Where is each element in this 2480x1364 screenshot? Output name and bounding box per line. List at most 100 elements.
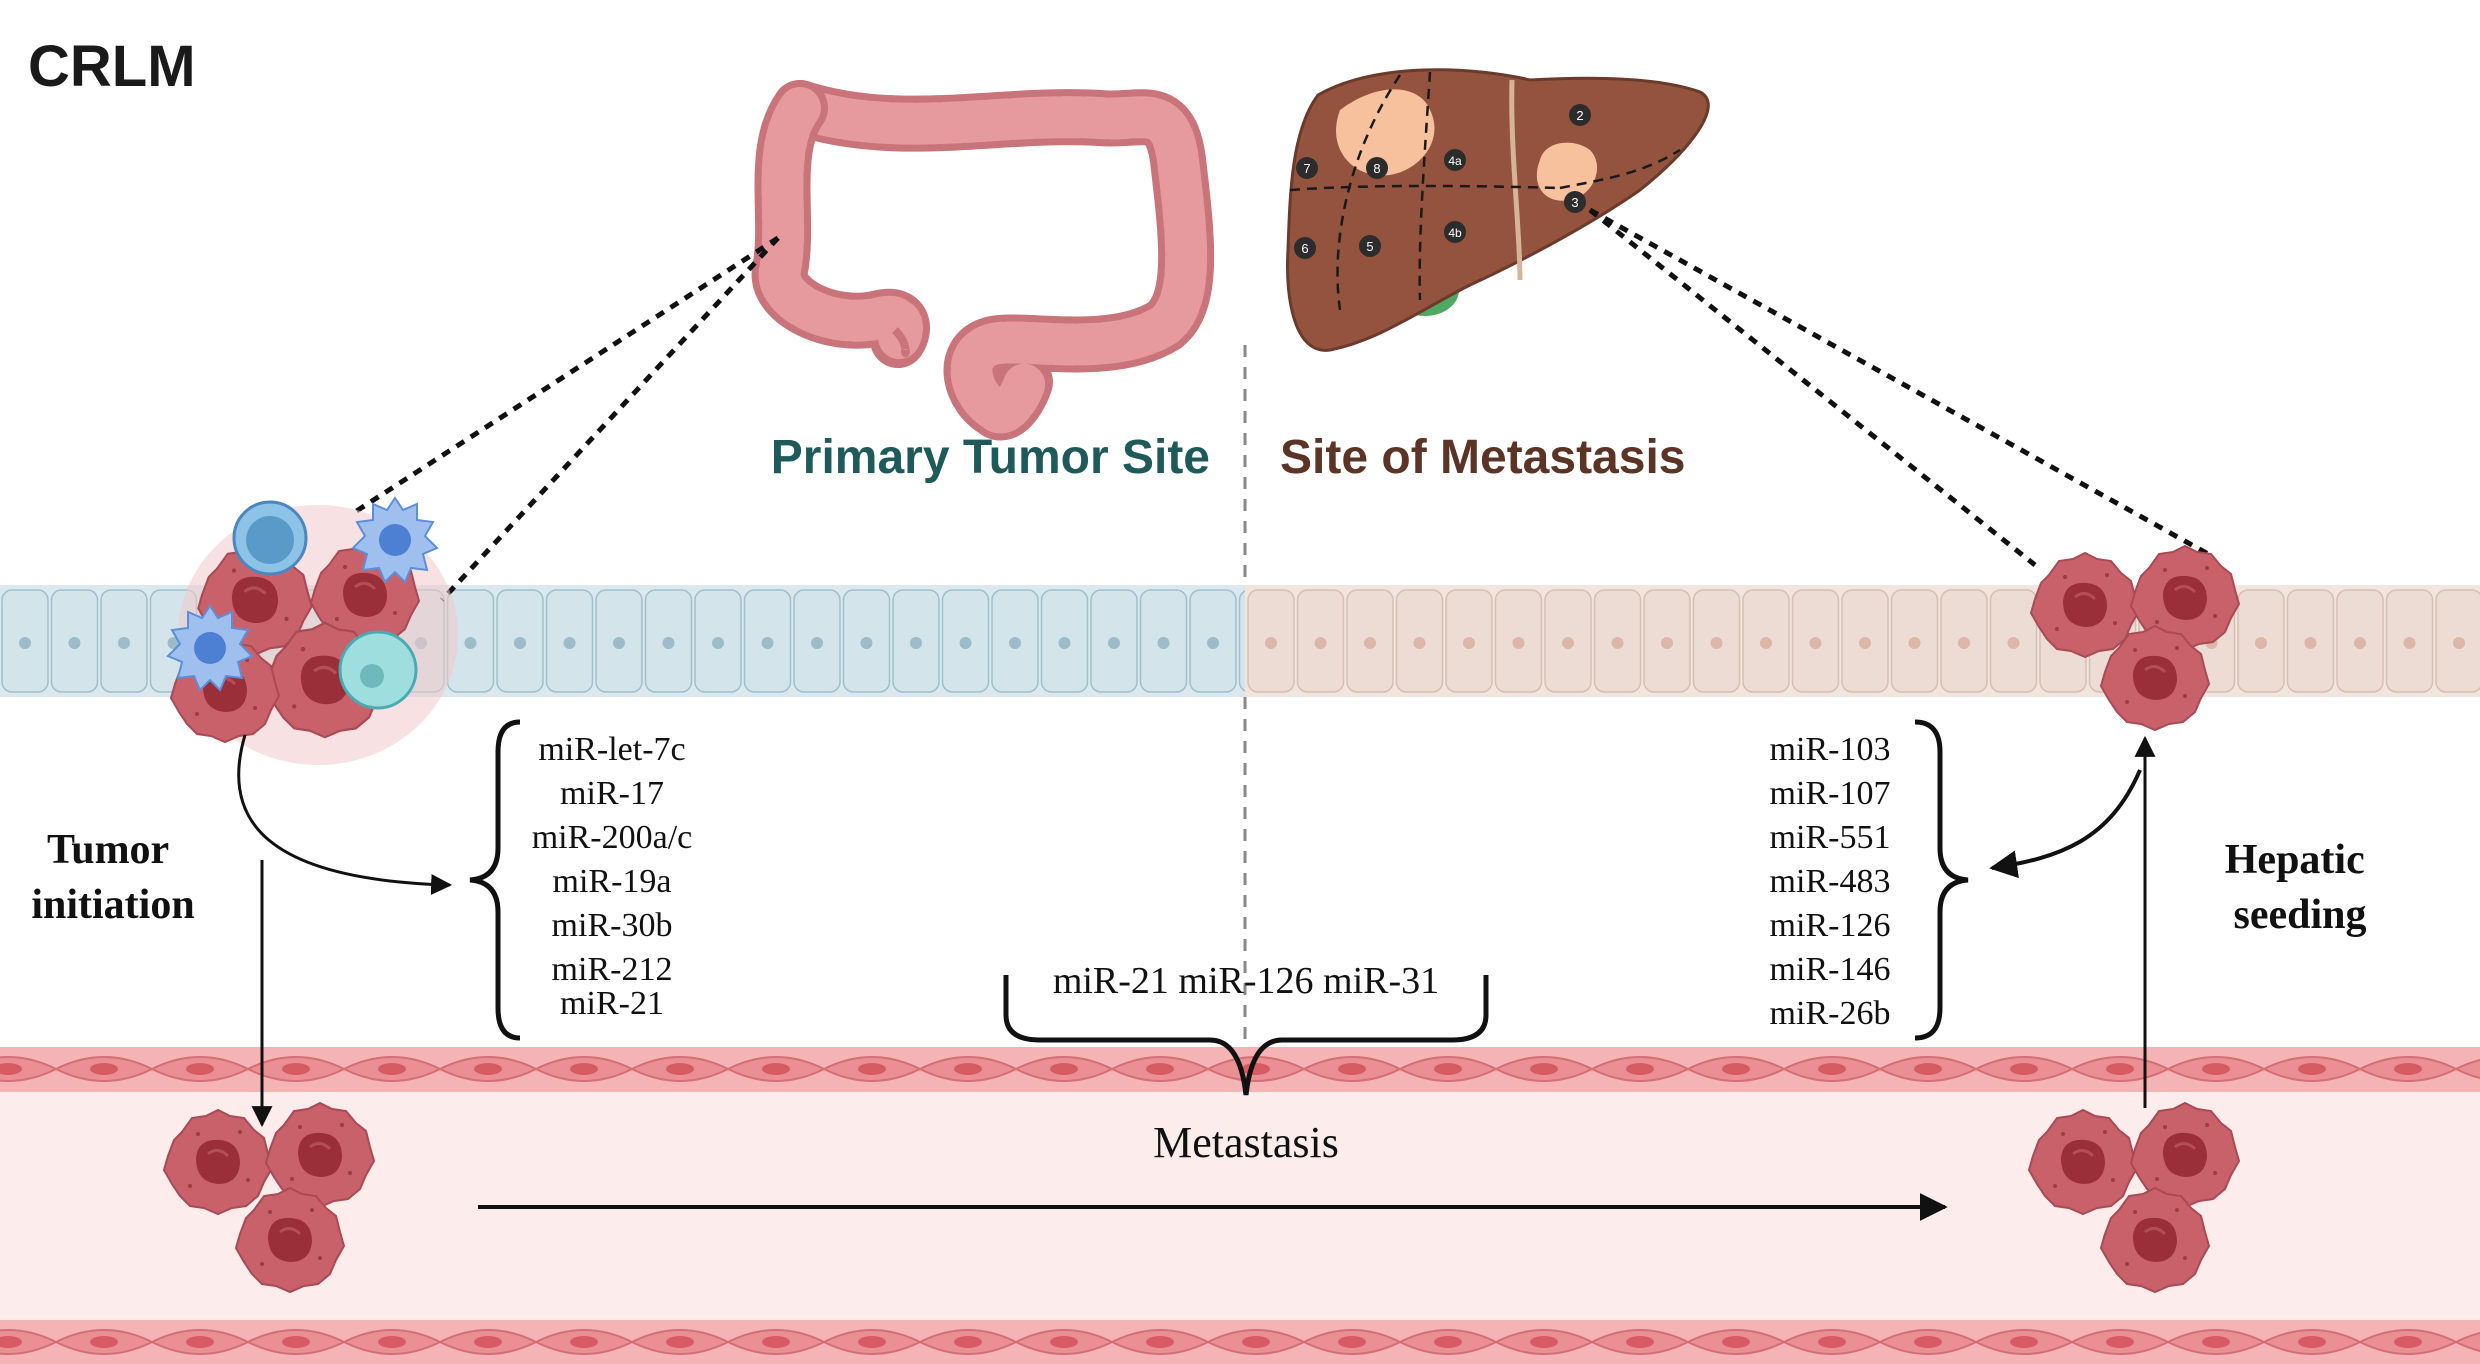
liver-segment-6: 6 bbox=[1301, 241, 1308, 256]
endothelial-cell bbox=[2453, 1332, 2480, 1352]
cell-nucleus bbox=[1512, 637, 1525, 649]
liver-segment-4a: 4a bbox=[1448, 154, 1462, 168]
cell-nucleus bbox=[712, 637, 724, 649]
cell-nucleus bbox=[959, 637, 972, 649]
right-mirna-item: miR-126 bbox=[1770, 907, 1891, 944]
cell-nucleus bbox=[762, 1336, 790, 1348]
cell-nucleus bbox=[1722, 1063, 1750, 1075]
hepatic-seeding-line-1: Hepatic bbox=[2225, 837, 2365, 883]
cell-nucleus bbox=[1611, 637, 1624, 649]
cell-nucleus bbox=[954, 1336, 982, 1348]
liver-segment-2: 2 bbox=[1576, 108, 1583, 123]
cell-nucleus bbox=[1661, 637, 1673, 649]
cell-nucleus bbox=[1434, 1336, 1462, 1348]
zoom-lines-liver bbox=[1588, 207, 2212, 567]
zoom-lines-colon bbox=[353, 235, 780, 602]
cell-nucleus bbox=[90, 1336, 118, 1348]
cell-nucleus bbox=[1530, 1063, 1558, 1075]
cell-nucleus bbox=[2304, 637, 2317, 649]
left-mirna-item: miR-212 bbox=[552, 951, 673, 988]
cell-nucleus bbox=[860, 637, 873, 649]
cell-nucleus bbox=[1818, 1063, 1846, 1075]
cell-nucleus bbox=[1859, 637, 1871, 649]
cell-nucleus bbox=[1908, 637, 1921, 649]
cell-nucleus bbox=[563, 637, 576, 649]
cell-nucleus bbox=[2007, 637, 2020, 649]
primary-tumor-cluster bbox=[167, 497, 458, 765]
cell-nucleus bbox=[2010, 1336, 2038, 1348]
cell-nucleus bbox=[1242, 1336, 1270, 1348]
metastasis-label: Metastasis bbox=[1153, 1118, 1339, 1167]
right-mirna-item: miR-103 bbox=[1770, 731, 1891, 768]
cell-nucleus bbox=[2394, 1336, 2422, 1348]
cell-nucleus bbox=[1050, 1336, 1078, 1348]
cell-nucleus bbox=[858, 1063, 886, 1075]
liver-segment-8: 8 bbox=[1373, 161, 1380, 176]
cell-nucleus bbox=[1265, 637, 1277, 649]
cell-nucleus bbox=[0, 1336, 22, 1348]
cell-nucleus bbox=[1157, 637, 1170, 649]
cell-nucleus bbox=[1009, 637, 1021, 649]
cell-nucleus bbox=[1364, 637, 1376, 649]
cell-nucleus bbox=[570, 1336, 598, 1348]
right-mirna-list: miR-103 miR-107 miR-551 miR-483 miR-126 … bbox=[1770, 731, 1891, 1032]
cell-nucleus bbox=[762, 1063, 790, 1075]
cell-nucleus bbox=[1338, 1336, 1366, 1348]
cell-nucleus bbox=[514, 637, 526, 649]
right-mirna-item: miR-107 bbox=[1770, 775, 1891, 812]
cell-nucleus bbox=[662, 637, 675, 649]
cell-nucleus bbox=[1914, 1063, 1942, 1075]
cell-nucleus bbox=[2106, 1063, 2134, 1075]
cell-nucleus bbox=[19, 637, 31, 649]
liver-segment-labels: 2 7 8 4a 3 6 5 4b bbox=[1294, 104, 1591, 259]
liver-segment-5: 5 bbox=[1366, 239, 1373, 254]
cell-nucleus bbox=[1434, 1063, 1462, 1075]
cell-nucleus bbox=[282, 1336, 310, 1348]
colon-illustration bbox=[751, 80, 1215, 441]
cell-nucleus bbox=[1314, 637, 1327, 649]
cell-nucleus bbox=[2255, 637, 2267, 649]
cell-nucleus bbox=[186, 1336, 214, 1348]
cell-nucleus bbox=[954, 1063, 982, 1075]
cell-nucleus bbox=[378, 1063, 406, 1075]
cell-nucleus bbox=[1413, 637, 1426, 649]
cell-nucleus bbox=[666, 1063, 694, 1075]
cell-nucleus bbox=[282, 1063, 310, 1075]
cell-nucleus bbox=[2298, 1336, 2326, 1348]
cell-nucleus bbox=[1760, 637, 1772, 649]
cell-nucleus bbox=[1146, 1336, 1174, 1348]
tumor-initiation-line-2: initiation bbox=[31, 882, 194, 928]
shared-mirna-brace bbox=[1003, 975, 1489, 1096]
cell-nucleus bbox=[186, 1063, 214, 1075]
cell-nucleus bbox=[1818, 1336, 1846, 1348]
cell-nucleus bbox=[2202, 1063, 2230, 1075]
right-mirna-brace bbox=[1914, 719, 1969, 1041]
liver-segment-4b: 4b bbox=[1448, 226, 1462, 240]
left-mirna-item: miR-21 bbox=[560, 985, 664, 1022]
figure-title: CRLM bbox=[28, 34, 196, 99]
tumor-initiation-line-1: Tumor bbox=[47, 827, 169, 873]
cell-nucleus bbox=[1710, 637, 1723, 649]
liver-segment-3: 3 bbox=[1571, 195, 1578, 210]
cell-nucleus bbox=[464, 637, 477, 649]
cell-nucleus bbox=[1058, 637, 1071, 649]
seeding-double-arrow bbox=[1989, 769, 2142, 879]
cell-nucleus bbox=[0, 1063, 22, 1075]
cell-nucleus bbox=[1626, 1063, 1654, 1075]
left-mirna-item: miR-30b bbox=[552, 907, 673, 944]
cell-nucleus bbox=[2354, 637, 2366, 649]
cell-nucleus bbox=[570, 1063, 598, 1075]
cell-nucleus bbox=[2202, 1336, 2230, 1348]
shared-mirna-list: miR-21 miR-126 miR-31 bbox=[1053, 960, 1439, 1002]
right-mirna-item: miR-26b bbox=[1770, 995, 1891, 1032]
cell-nucleus bbox=[2403, 637, 2416, 649]
cell-nucleus bbox=[910, 637, 922, 649]
endothelial-cell bbox=[2453, 1059, 2480, 1079]
cell-nucleus bbox=[1626, 1336, 1654, 1348]
cell-nucleus bbox=[2010, 1063, 2038, 1075]
left-mirna-brace bbox=[469, 719, 521, 1041]
primary-tumor-site-label: Primary Tumor Site bbox=[771, 431, 1210, 484]
cell-nucleus bbox=[90, 1063, 118, 1075]
left-mirna-item: miR-17 bbox=[560, 775, 664, 812]
cell-nucleus bbox=[1914, 1336, 1942, 1348]
